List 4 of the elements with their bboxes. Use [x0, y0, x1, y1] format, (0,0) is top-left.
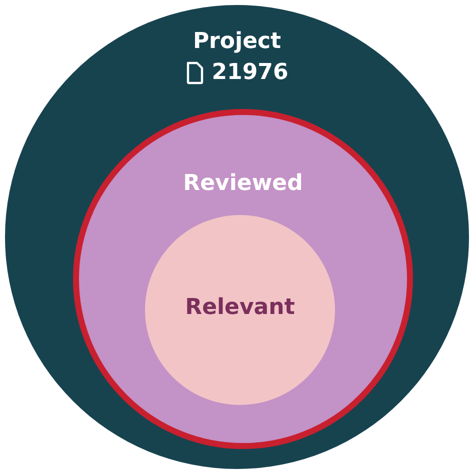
circle-label: Reviewed	[182, 171, 304, 196]
circle-label: Relevant	[184, 295, 296, 320]
count-text: 21976	[212, 60, 288, 85]
circle-label: Project	[192, 29, 282, 54]
